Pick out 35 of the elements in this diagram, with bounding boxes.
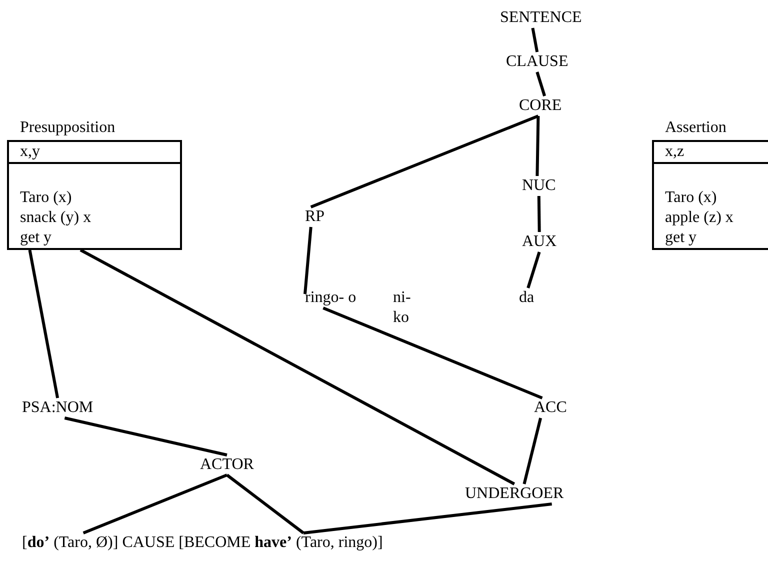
tree-line — [80, 248, 516, 486]
tree-line — [537, 196, 541, 232]
node-label: da — [519, 288, 534, 308]
node-label: NUC — [522, 176, 556, 196]
box-body-text: Taro (x) snack (y) x get y — [19, 188, 92, 248]
tree-line — [310, 114, 539, 208]
tree-line — [28, 250, 60, 398]
tree-line — [64, 416, 228, 456]
tree-line — [322, 306, 543, 400]
node-label: [do’ (Taro, Ø)] CAUSE [BECOME have’ (Taro, ringo)] — [22, 533, 383, 553]
tree-line — [531, 28, 539, 52]
box-heading: Assertion — [664, 118, 728, 138]
tree-line — [304, 226, 312, 294]
node-label: ACTOR — [200, 455, 254, 475]
box-heading: Presupposition — [19, 118, 116, 138]
node-label: ringo- o — [305, 288, 357, 308]
variable-list: x,y — [9, 142, 180, 164]
tree-line — [522, 418, 542, 484]
node-label: RP — [305, 207, 325, 227]
tree-line — [82, 474, 228, 534]
node-label: AUX — [522, 232, 557, 252]
tree-line — [226, 474, 304, 534]
node-label: CLAUSE — [506, 52, 568, 72]
node-label: CORE — [519, 96, 562, 116]
box-body-text: Taro (x) apple (z) x get y — [664, 188, 734, 248]
node-label: PSA:NOM — [22, 398, 94, 418]
node-label: SENTENCE — [500, 8, 582, 28]
tree-line — [536, 72, 546, 96]
node-label: ACC — [534, 398, 567, 418]
node-label: ni- ko — [393, 288, 423, 328]
variable-list: x,z — [654, 142, 768, 164]
tree-line — [536, 116, 540, 176]
tree-line — [303, 502, 552, 534]
tree-line — [526, 252, 541, 288]
node-label: UNDERGOER — [465, 484, 564, 504]
